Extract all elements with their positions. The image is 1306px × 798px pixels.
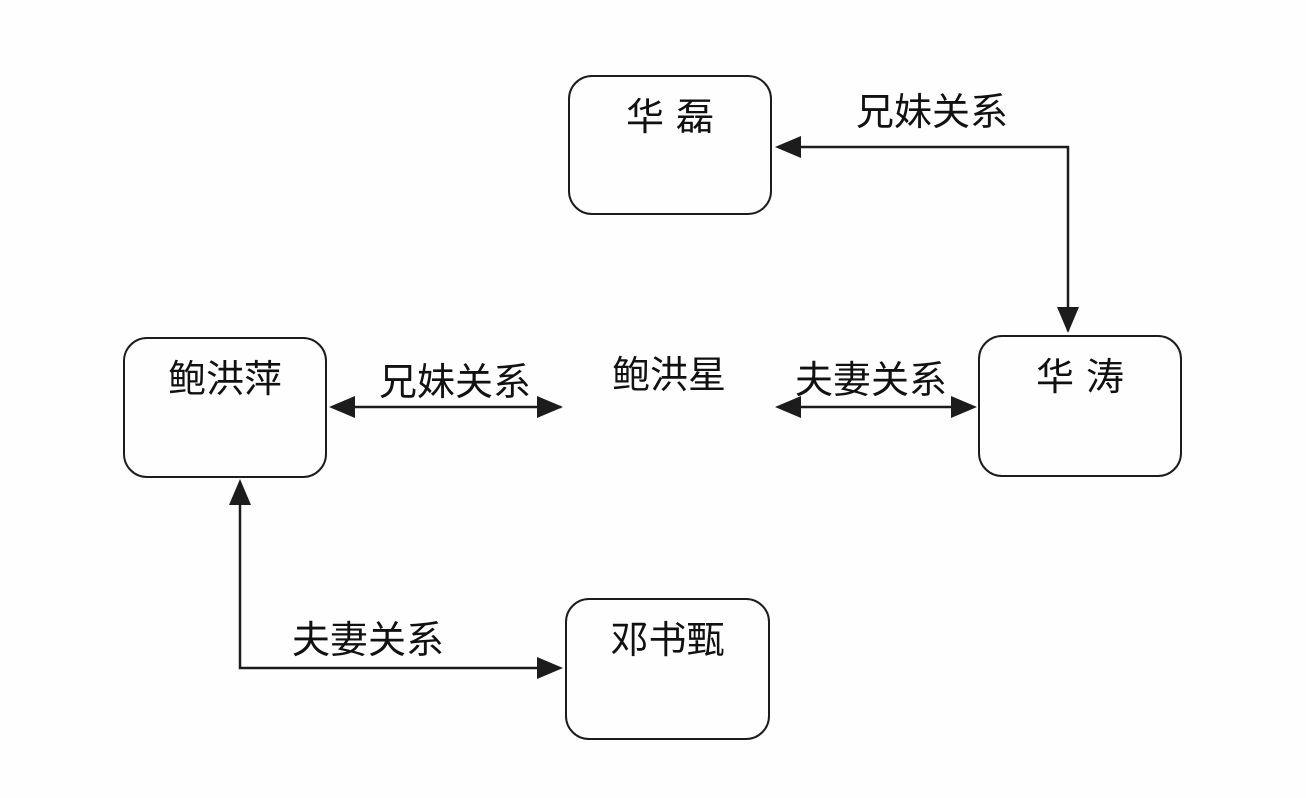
node-deng-shu-zhen: 邓书甄 xyxy=(565,598,770,740)
node-bao-hong-ping: 鲍洪萍 xyxy=(123,337,327,478)
arrowhead-left-hua-lei xyxy=(775,136,801,158)
arrowhead-down-hua-tao xyxy=(1057,307,1079,333)
edge-label-spouse-bottom: 夫妻关系 xyxy=(291,618,444,662)
arrowhead-right-deng-shu-zhen xyxy=(537,657,563,679)
arrowhead-right-hua-tao xyxy=(951,396,977,418)
edge-bao-hong-ping-deng-shu-zhen-line xyxy=(238,483,559,670)
node-hua-lei: 华 磊 xyxy=(568,75,772,215)
node-label: 鲍洪星 xyxy=(611,353,726,397)
node-label: 华 磊 xyxy=(625,95,715,139)
arrowhead-left-bao-hong-ping xyxy=(329,396,355,418)
edge-label-sibling-top: 兄妹关系 xyxy=(855,90,1008,134)
edge-hua-tao-hua-lei-line xyxy=(779,145,1070,331)
node-label: 邓书甄 xyxy=(610,618,725,662)
arrowhead-up-bao-hong-ping xyxy=(229,479,251,505)
edge-label-sibling-middle: 兄妹关系 xyxy=(378,360,531,404)
arrowhead-right-bao-hong-xing xyxy=(537,396,563,418)
node-hua-tao: 华 涛 xyxy=(978,335,1182,477)
node-bao-hong-xing: 鲍洪星 xyxy=(564,337,774,477)
node-label: 鲍洪萍 xyxy=(167,357,282,401)
node-label: 华 涛 xyxy=(1035,355,1125,399)
edge-label-spouse-middle: 夫妻关系 xyxy=(794,358,947,402)
arrowhead-left-bao-hong-xing xyxy=(775,396,801,418)
